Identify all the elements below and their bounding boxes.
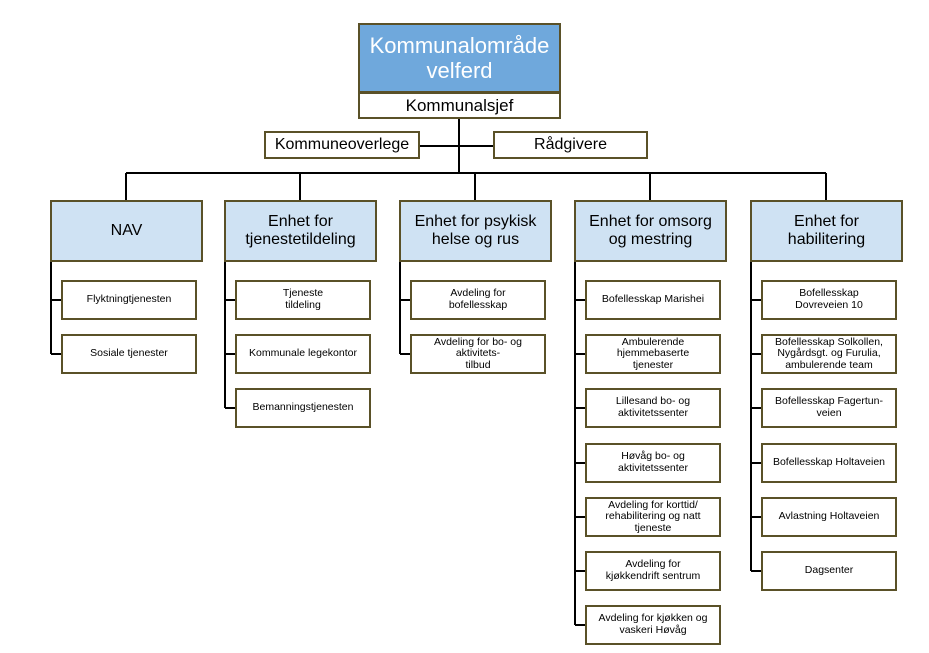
subunit-label-line: rehabilitering og natt bbox=[605, 510, 701, 523]
subunit-label-line: aktivitets- bbox=[455, 347, 501, 360]
kommunalsjef-box: Kommunalsjef bbox=[358, 92, 561, 119]
subunit-label-line: tjenester bbox=[632, 358, 674, 371]
subunit-label-line: Bemanningstjenesten bbox=[252, 401, 354, 414]
subunit-label-line: veien bbox=[816, 407, 842, 419]
unit-title-line: NAV bbox=[110, 221, 143, 239]
subunit-sosiale-tjenester: Sosiale tjenester bbox=[61, 334, 197, 374]
subunit-kommunale-legekontor: Kommunale legekontor bbox=[235, 334, 371, 374]
unit-title-line: Enhet for bbox=[268, 212, 333, 230]
subunit-label-line: Avdeling for kjøkken og bbox=[598, 612, 708, 625]
subunit-label-line: hjemmebaserte bbox=[616, 347, 690, 360]
kommuneoverlege-label: Kommuneoverlege bbox=[274, 135, 410, 153]
subunit-dagsenter: Dagsenter bbox=[761, 551, 897, 591]
subunit-label-line: Dovreveien 10 bbox=[795, 299, 863, 311]
subunit-avdeling-for-korttid-rehabilitering-og-natt-tjeneste: Avdeling for korttid/rehabilitering og n… bbox=[585, 497, 721, 537]
unit-title-line: Enhet for psykisk bbox=[414, 212, 537, 230]
unit-title-line: og mestring bbox=[608, 231, 693, 248]
subunit-label-line: Ambulerende bbox=[621, 335, 685, 348]
subunit-label-line: vaskeri Høvåg bbox=[619, 624, 687, 636]
subunit-bemanningstjenesten: Bemanningstjenesten bbox=[235, 388, 371, 428]
subunit-label-line: bofellesskap bbox=[448, 299, 508, 311]
subunit-bofellesskap-solkollen-nyga-rdsgt-og-furulia-ambulerende-team: Bofellesskap Solkollen,Nygårdsgt. og Fur… bbox=[761, 334, 897, 374]
subunit-label-line: tildeling bbox=[285, 299, 321, 311]
kommunalomrade-box: Kommunalområde velferd bbox=[358, 23, 561, 93]
subunit-label-line: Sosiale tjenester bbox=[90, 347, 168, 360]
subunit-label-line: ambulerende team bbox=[785, 358, 873, 371]
subunit-label-line: Bofellesskap Solkollen, bbox=[775, 335, 883, 348]
unit-nav: NAV bbox=[50, 200, 203, 262]
subunit-label-line: Lillesand bo- og bbox=[615, 395, 691, 408]
unit-title-line: tjenestetildeling bbox=[245, 231, 356, 248]
subunit-bofellesskap-holtaveien: Bofellesskap Holtaveien bbox=[761, 443, 897, 483]
subunit-label-line: Flyktningtjenesten bbox=[86, 293, 172, 306]
subunit-label-line: Avdeling for bbox=[450, 287, 506, 300]
subunit-label-line: Avlastning Holtaveien bbox=[778, 510, 880, 523]
subunit-label-line: Bofellesskap Marishei bbox=[601, 293, 705, 306]
subunit-bofellesskap-marishei: Bofellesskap Marishei bbox=[585, 280, 721, 320]
subunit-label-line: tilbud bbox=[465, 358, 491, 371]
kommunalsjef-label: Kommunalsjef bbox=[405, 95, 514, 115]
subunit-label-line: Avdeling for bo- og bbox=[434, 335, 522, 348]
unit-title-line: Enhet for bbox=[794, 212, 859, 230]
subunit-label-line: aktivitetssenter bbox=[617, 462, 689, 474]
subunit-avlastning-holtaveien: Avlastning Holtaveien bbox=[761, 497, 897, 537]
subunit-label-line: kjøkkendrift sentrum bbox=[605, 570, 701, 582]
unit-title-line: habilitering bbox=[787, 231, 866, 248]
subunit-label-line: Bofellesskap Fagertun- bbox=[775, 395, 883, 408]
subunit-bofellesskap-fagertun-veien: Bofellesskap Fagertun-veien bbox=[761, 388, 897, 428]
subunit-label-line: Nygårdsgt. og Furulia, bbox=[777, 347, 881, 360]
subunit-label-line: Høvåg bo- og bbox=[621, 450, 685, 463]
subunit-flyktningtjenesten: Flyktningtjenesten bbox=[61, 280, 197, 320]
kommunalomrade-title-line2: velferd bbox=[426, 58, 493, 83]
subunit-label-line: Avdeling for bbox=[625, 558, 681, 571]
unit-title-line: helse og rus bbox=[431, 231, 520, 248]
subunit-label-line: Bofellesskap bbox=[799, 287, 859, 300]
unit-title-line: Enhet for omsorg bbox=[589, 212, 712, 230]
radgivere-box: Rådgivere bbox=[493, 131, 648, 159]
subunit-label-line: Bofellesskap Holtaveien bbox=[772, 456, 886, 469]
subunit-label-line: Kommunale legekontor bbox=[249, 347, 357, 360]
subunit-label-line: tjeneste bbox=[634, 521, 672, 534]
radgivere-label: Rådgivere bbox=[534, 135, 607, 153]
kommunalomrade-title-line1: Kommunalområde bbox=[369, 32, 550, 58]
kommuneoverlege-box: Kommuneoverlege bbox=[264, 131, 420, 159]
subunit-label-line: Avdeling for korttid/ bbox=[608, 498, 698, 511]
subunit-label-line: aktivitetssenter bbox=[617, 407, 688, 419]
subunit-label-line: Tjeneste bbox=[282, 287, 324, 300]
subunit-label-line: Dagsenter bbox=[804, 564, 854, 577]
